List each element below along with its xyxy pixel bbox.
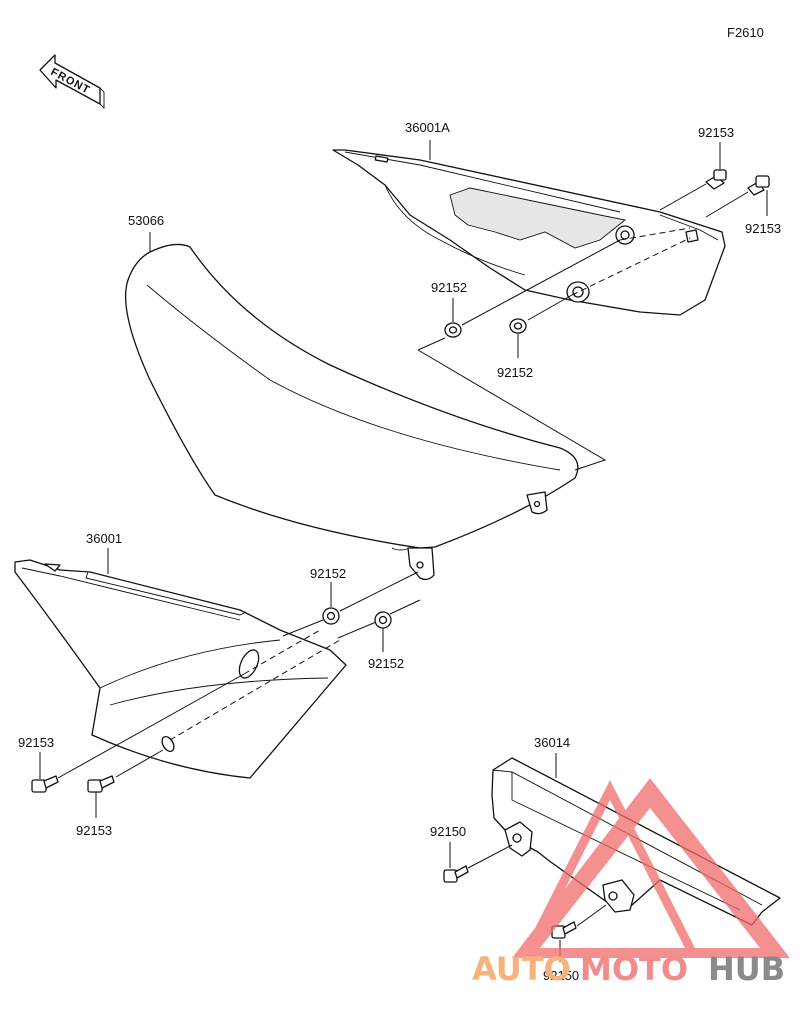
- label-bolt-92153-left-b: 92153: [76, 823, 112, 838]
- watermark-text-hub: HUB: [708, 950, 785, 988]
- bolt-92150-b-icon: [551, 921, 577, 939]
- label-right-cover: 36001A: [405, 120, 450, 135]
- watermark-triangle-icon: [512, 778, 790, 958]
- grommet-92152-mid-b-icon: [374, 611, 392, 629]
- front-arrow-icon: FRONT: [39, 54, 105, 110]
- label-seat: 53066: [128, 213, 164, 228]
- label-grommet-92152-mid-a: 92152: [310, 566, 346, 581]
- label-bolt-92150-b: 92150: [543, 968, 579, 983]
- right-side-cover: [332, 149, 726, 316]
- watermark-text-auto: AUTO: [472, 950, 571, 988]
- figure-code: F2610: [727, 25, 764, 40]
- left-side-cover: [14, 559, 347, 779]
- label-grommet-92152-mid-b: 92152: [368, 656, 404, 671]
- label-bolt-92150-a: 92150: [430, 824, 466, 839]
- label-bolt-92153-left-a: 92153: [18, 735, 54, 750]
- bolt-92153-top-b-icon: [747, 175, 770, 196]
- bolt-92153-left-b-icon: [87, 775, 115, 793]
- grommet-92152-top-b-icon: [509, 318, 527, 334]
- label-bolt-92153-top-a: 92153: [698, 125, 734, 140]
- grommet-92152-top-a-icon: [444, 322, 462, 338]
- bolt-92153-left-a-icon: [31, 775, 59, 793]
- watermark-logo: [512, 778, 790, 958]
- label-grommet-92152-top-b: 92152: [497, 365, 533, 380]
- label-chain-cover: 36014: [534, 735, 570, 750]
- leader-lines: [39, 140, 768, 962]
- label-left-cover: 36001: [86, 531, 122, 546]
- watermark-inner-triangle-icon: [520, 780, 700, 958]
- label-grommet-92152-top-a: 92152: [431, 280, 467, 295]
- seat: [125, 243, 579, 581]
- watermark-text: AUTO MOTO HUB: [472, 950, 785, 988]
- bolt-92150-a-icon: [443, 865, 469, 883]
- grommet-92152-mid-a-icon: [322, 607, 340, 625]
- label-bolt-92153-top-b: 92153: [745, 221, 781, 236]
- bolt-92153-top-a-icon: [705, 169, 727, 190]
- watermark-text-moto: MOTO: [580, 950, 688, 988]
